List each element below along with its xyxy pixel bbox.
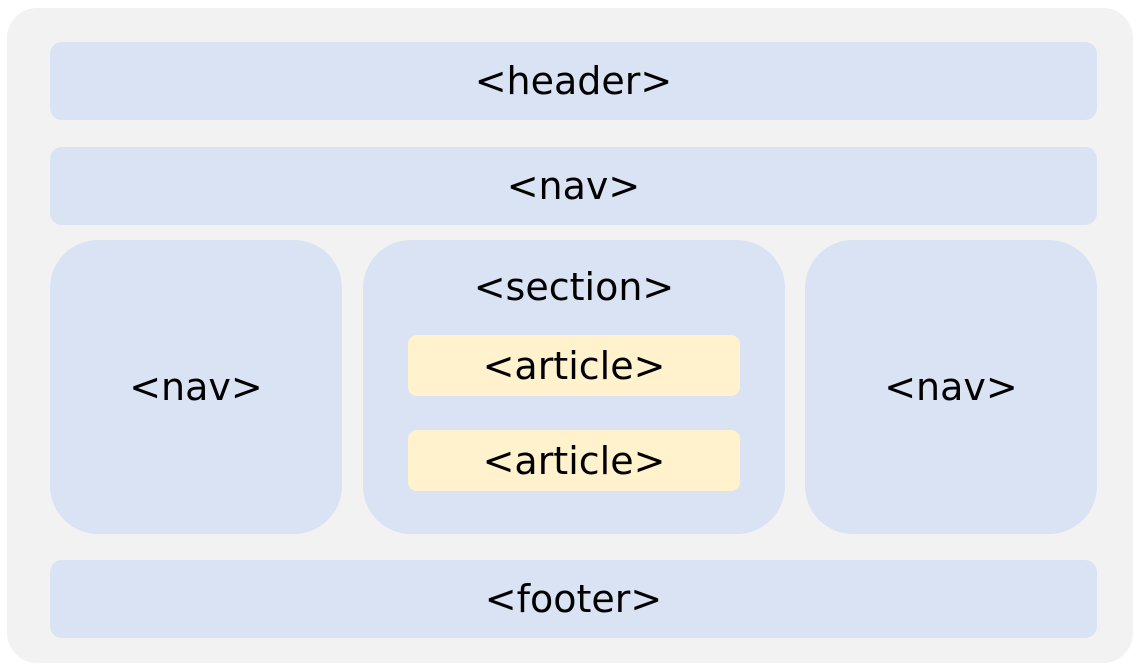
nav-right-block: <nav> [805, 240, 1097, 534]
header-label: <header> [474, 59, 673, 103]
nav-top-block: <nav> [50, 147, 1097, 225]
footer-block: <footer> [50, 560, 1097, 638]
article-label-2: <article> [482, 438, 666, 483]
nav-left-label: <nav> [129, 365, 263, 409]
nav-right-label: <nav> [884, 365, 1018, 409]
article-label-1: <article> [482, 343, 666, 388]
section-block: <section> <article> <article> [363, 240, 785, 534]
section-label: <section> [473, 265, 675, 309]
nav-top-label: <nav> [506, 164, 641, 208]
article-block-2: <article> [408, 430, 740, 491]
footer-label: <footer> [484, 577, 663, 621]
header-block: <header> [50, 42, 1097, 120]
article-block-1: <article> [408, 335, 740, 396]
nav-left-block: <nav> [50, 240, 342, 534]
